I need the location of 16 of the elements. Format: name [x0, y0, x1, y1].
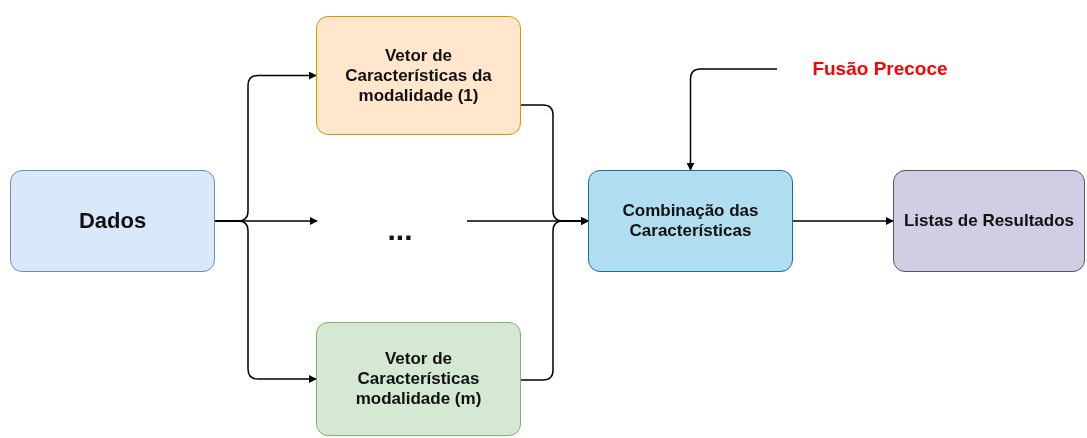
arrow: [792, 217, 894, 225]
box-label: Combinação das Características: [621, 201, 760, 241]
process-box: [10, 170, 215, 272]
box-label: Vetor de Características da modalidade (1): [344, 45, 493, 106]
arrow: [686, 68, 778, 171]
process-box: [588, 170, 793, 272]
annotation-label: Fusão Precoce: [812, 58, 948, 80]
process-box: [316, 322, 521, 436]
arrow: [520, 217, 589, 381]
ellipsis-text: ...: [387, 213, 413, 247]
box-label: Vetor de Características modalidade (m): [354, 349, 483, 409]
arrow: [214, 220, 317, 383]
process-box: [893, 170, 1085, 272]
process-box: [316, 16, 521, 135]
box-label: Listas de Resultados: [902, 211, 1076, 231]
box-label: Dados: [77, 208, 148, 234]
